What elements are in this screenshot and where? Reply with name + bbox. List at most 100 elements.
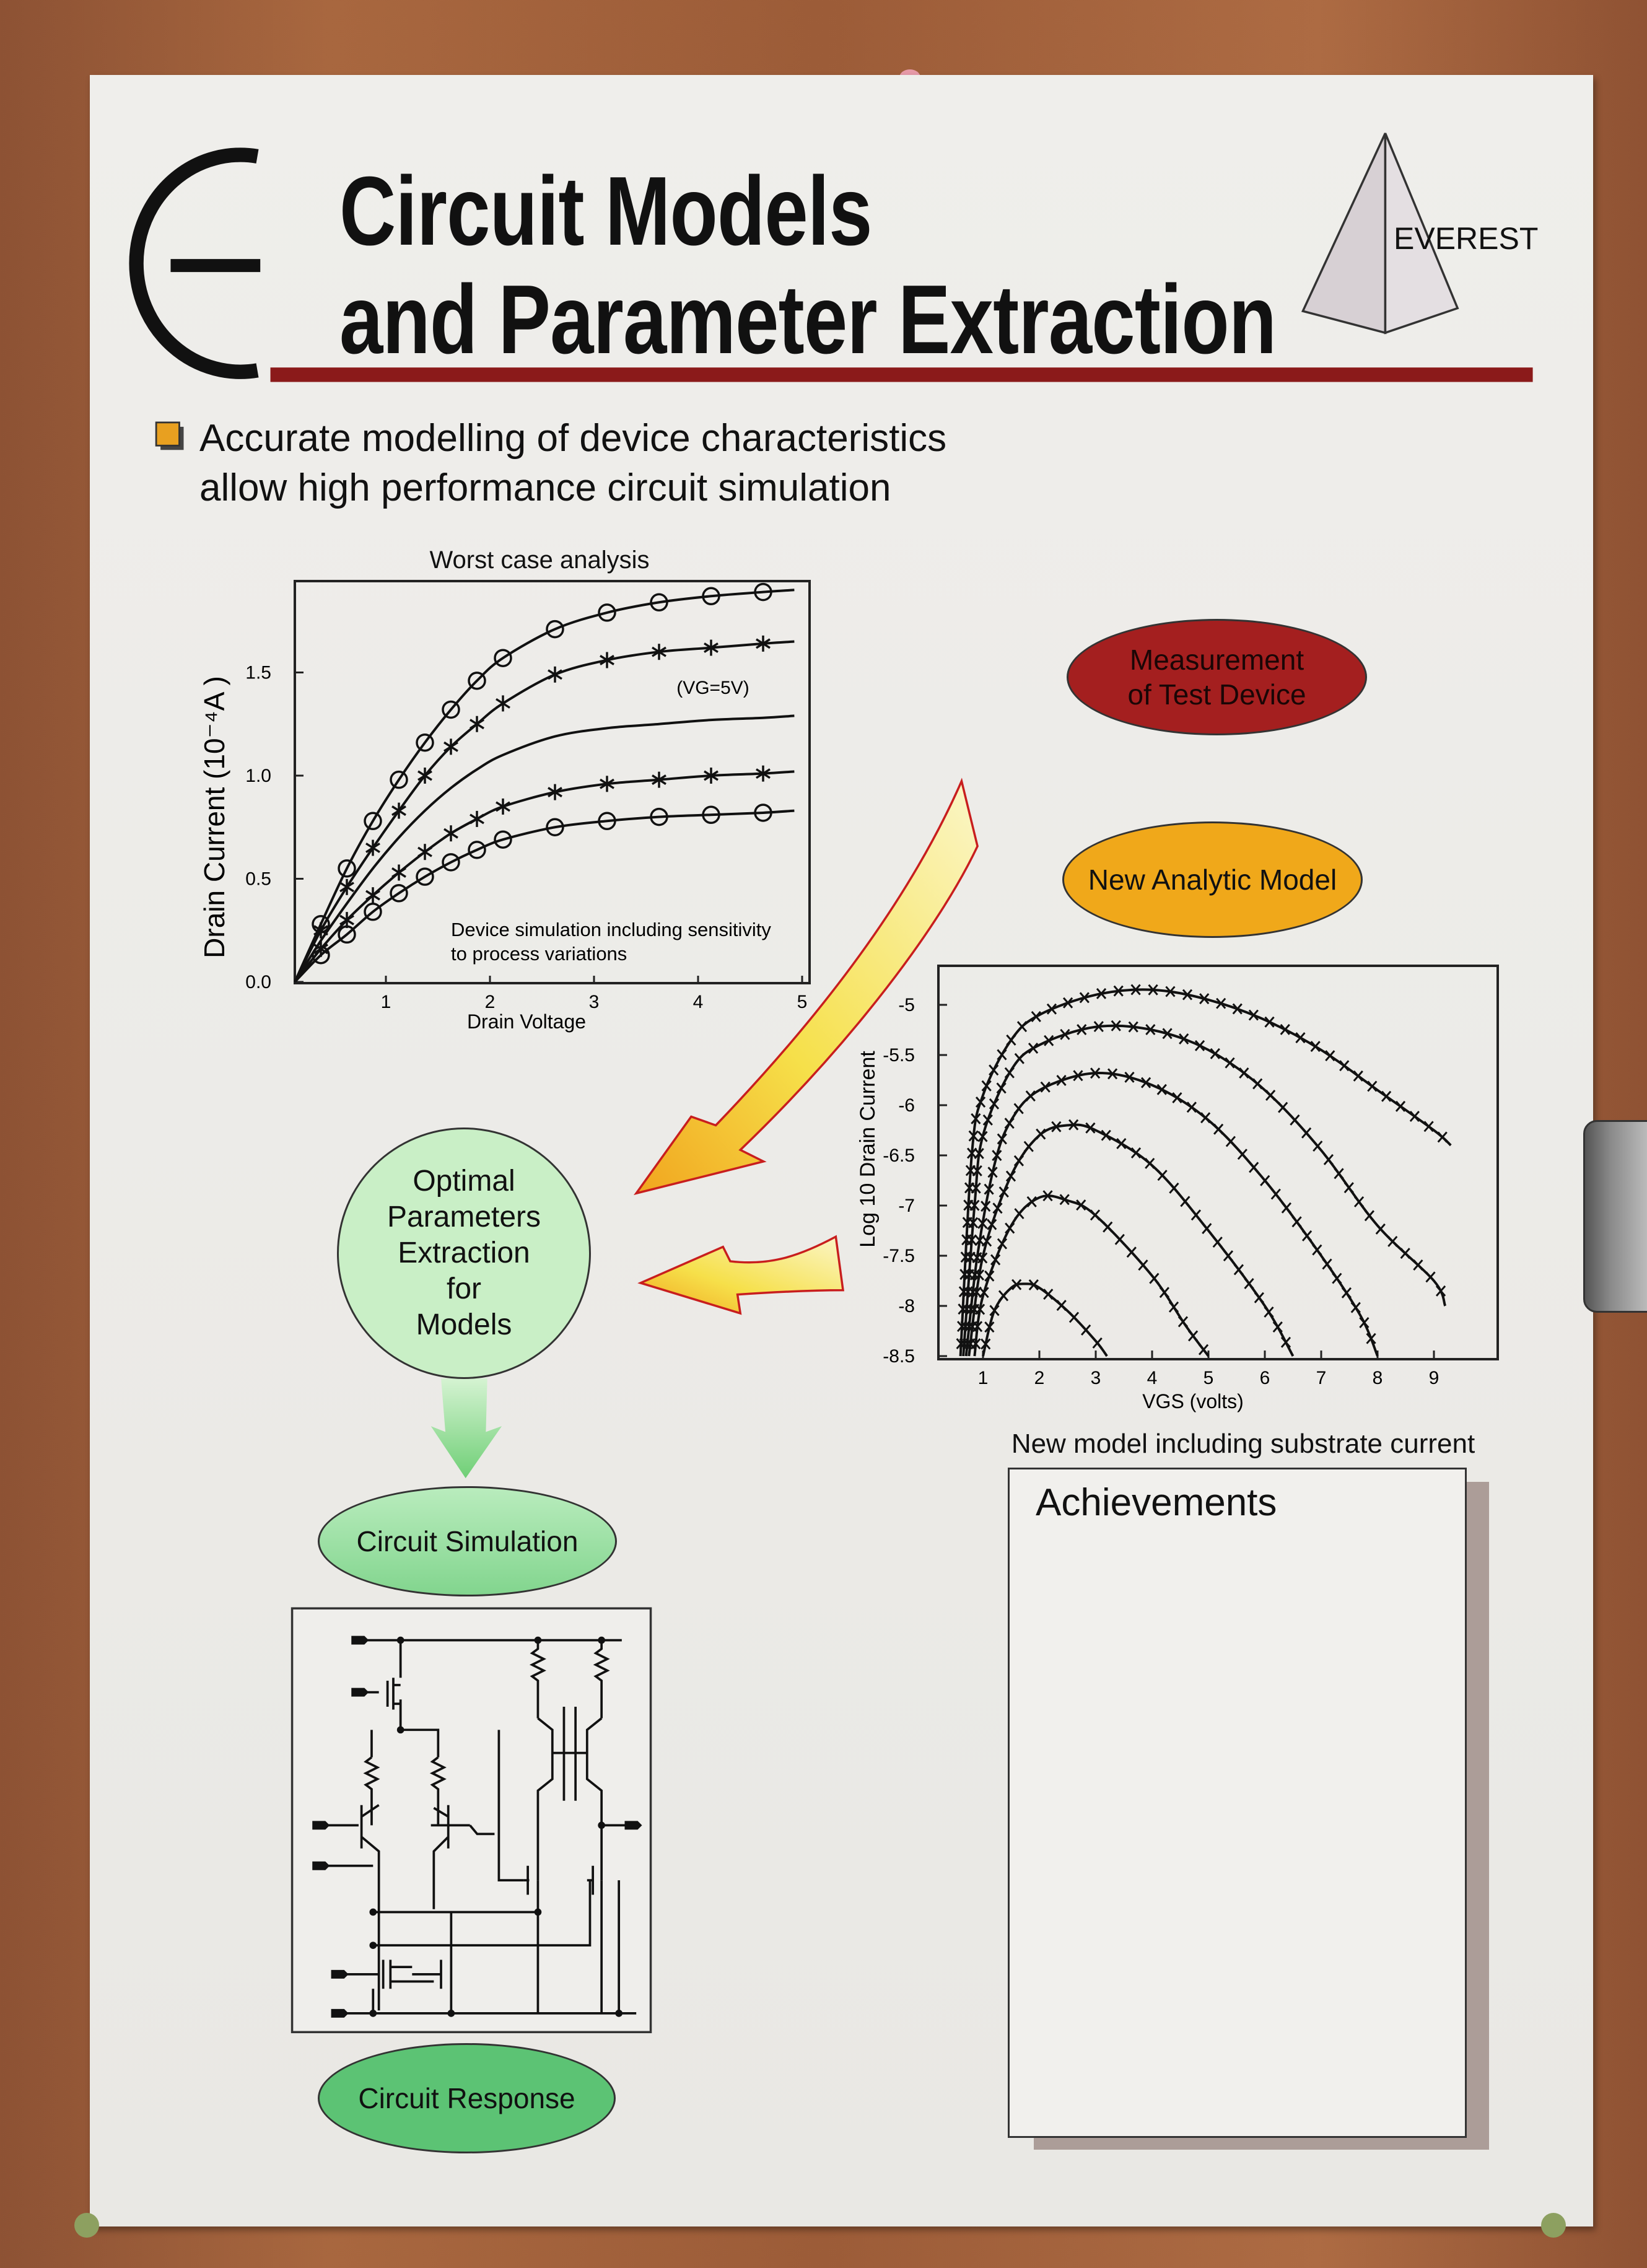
everest-e-logo xyxy=(129,147,261,379)
x-marker xyxy=(1272,1321,1283,1333)
circle-marker xyxy=(468,672,486,690)
x-marker xyxy=(1248,1009,1259,1021)
series-line-worst-high xyxy=(294,589,795,983)
x-marker xyxy=(1260,1175,1270,1186)
x-marker xyxy=(1157,1170,1168,1181)
x-marker xyxy=(1168,1301,1179,1313)
y-tick-label: 1.0 xyxy=(245,766,271,786)
x-marker xyxy=(998,1290,1009,1302)
metal-clip xyxy=(1583,1120,1647,1313)
x-marker xyxy=(998,1186,1009,1198)
arrow-optimal-to-simulation xyxy=(430,1378,502,1479)
y-tick-label: -8.5 xyxy=(883,1346,915,1367)
x-marker xyxy=(1080,1324,1091,1336)
x-marker xyxy=(1364,1210,1374,1222)
x-marker xyxy=(1114,1233,1125,1245)
circle-marker xyxy=(546,818,564,836)
star-marker xyxy=(704,768,719,784)
star-marker xyxy=(339,878,354,895)
x-marker xyxy=(1051,1121,1062,1132)
x-marker xyxy=(1005,1170,1016,1182)
x-marker xyxy=(1172,1092,1182,1103)
optimal-line: Parameters xyxy=(387,1201,541,1233)
x-marker xyxy=(1239,1067,1249,1079)
x-marker xyxy=(990,1254,1001,1266)
circle-marker xyxy=(702,805,720,825)
x-marker xyxy=(971,1338,981,1350)
title-line-1: Circuit Models xyxy=(339,157,872,266)
circuit-simulation-label: Circuit Simulation xyxy=(356,1525,579,1557)
chart1-ylabel: Drain Current (10⁻⁴A ) xyxy=(198,676,230,958)
x-marker xyxy=(1200,1112,1211,1124)
x-tick-label: 2 xyxy=(1034,1368,1045,1388)
x-tick-label: 2 xyxy=(485,992,496,1012)
x-marker xyxy=(1413,1259,1423,1271)
star-marker xyxy=(365,839,380,856)
star-marker xyxy=(417,768,432,784)
y-tick-label: -5.5 xyxy=(883,1045,915,1066)
x-marker xyxy=(987,1219,997,1230)
y-tick-label: 0.0 xyxy=(245,972,271,992)
y-tick-label: 0.5 xyxy=(245,869,271,890)
circle-marker xyxy=(754,582,772,602)
x-marker xyxy=(1295,1032,1306,1044)
x-marker xyxy=(1093,1021,1104,1033)
chart1-annotation-vg: (VG=5V) xyxy=(676,678,749,698)
star-marker xyxy=(313,922,328,939)
x-marker xyxy=(1225,1136,1236,1147)
star-marker xyxy=(391,802,406,819)
x-tick-label: 3 xyxy=(1091,1368,1101,1388)
x-marker xyxy=(972,1321,983,1333)
x-marker xyxy=(1103,1221,1113,1233)
x-tick-label: 4 xyxy=(1147,1368,1158,1388)
x-marker xyxy=(1076,1199,1086,1211)
x-marker xyxy=(1165,986,1176,997)
x-marker xyxy=(1232,1003,1243,1015)
star-marker xyxy=(313,940,328,957)
circle-marker xyxy=(442,700,460,719)
circuit-response-label: Circuit Response xyxy=(358,2082,575,2114)
x-marker xyxy=(1111,1020,1121,1031)
x-tick-label: 1 xyxy=(978,1368,989,1388)
x-marker xyxy=(1156,1084,1167,1095)
star-marker xyxy=(548,666,562,683)
x-marker xyxy=(1353,1070,1363,1082)
y-tick-label: -6 xyxy=(898,1095,915,1116)
x-marker xyxy=(1254,1292,1264,1303)
bullet-square-icon xyxy=(155,421,184,450)
x-marker xyxy=(1301,1230,1313,1241)
x-marker xyxy=(1291,1216,1302,1228)
circle-marker xyxy=(494,830,512,849)
x-marker xyxy=(984,1321,995,1333)
x-marker xyxy=(981,1235,992,1247)
x-marker xyxy=(997,1238,1008,1250)
circuit-simulation-ellipse: Circuit Simulation xyxy=(318,1486,617,1596)
x-marker xyxy=(1096,987,1107,999)
x-marker xyxy=(1028,1279,1039,1290)
x-tick-label: 7 xyxy=(1316,1368,1327,1388)
x-marker xyxy=(971,1182,981,1194)
x-tick-label: 1 xyxy=(381,992,391,1012)
x-marker xyxy=(1126,1246,1137,1258)
x-marker xyxy=(1042,1190,1053,1202)
circle-marker xyxy=(416,733,434,752)
x-marker xyxy=(1400,1248,1410,1259)
x-marker xyxy=(958,1303,968,1315)
x-marker xyxy=(1006,1034,1016,1046)
circle-marker xyxy=(338,925,356,944)
x-marker xyxy=(971,1286,982,1298)
x-marker xyxy=(997,1049,1007,1061)
x-marker xyxy=(989,1064,999,1076)
x-marker xyxy=(956,1321,968,1333)
bullet-line-2: allow high performance circuit simulatio… xyxy=(199,466,891,509)
x-marker xyxy=(1140,1077,1151,1088)
x-marker xyxy=(1202,1223,1212,1235)
x-marker xyxy=(984,1183,994,1195)
x-tick-label: 5 xyxy=(797,992,808,1012)
x-marker xyxy=(1025,1090,1036,1102)
x-marker xyxy=(1013,1155,1024,1167)
pushpin xyxy=(1541,2213,1566,2238)
x-marker xyxy=(1062,997,1073,1009)
